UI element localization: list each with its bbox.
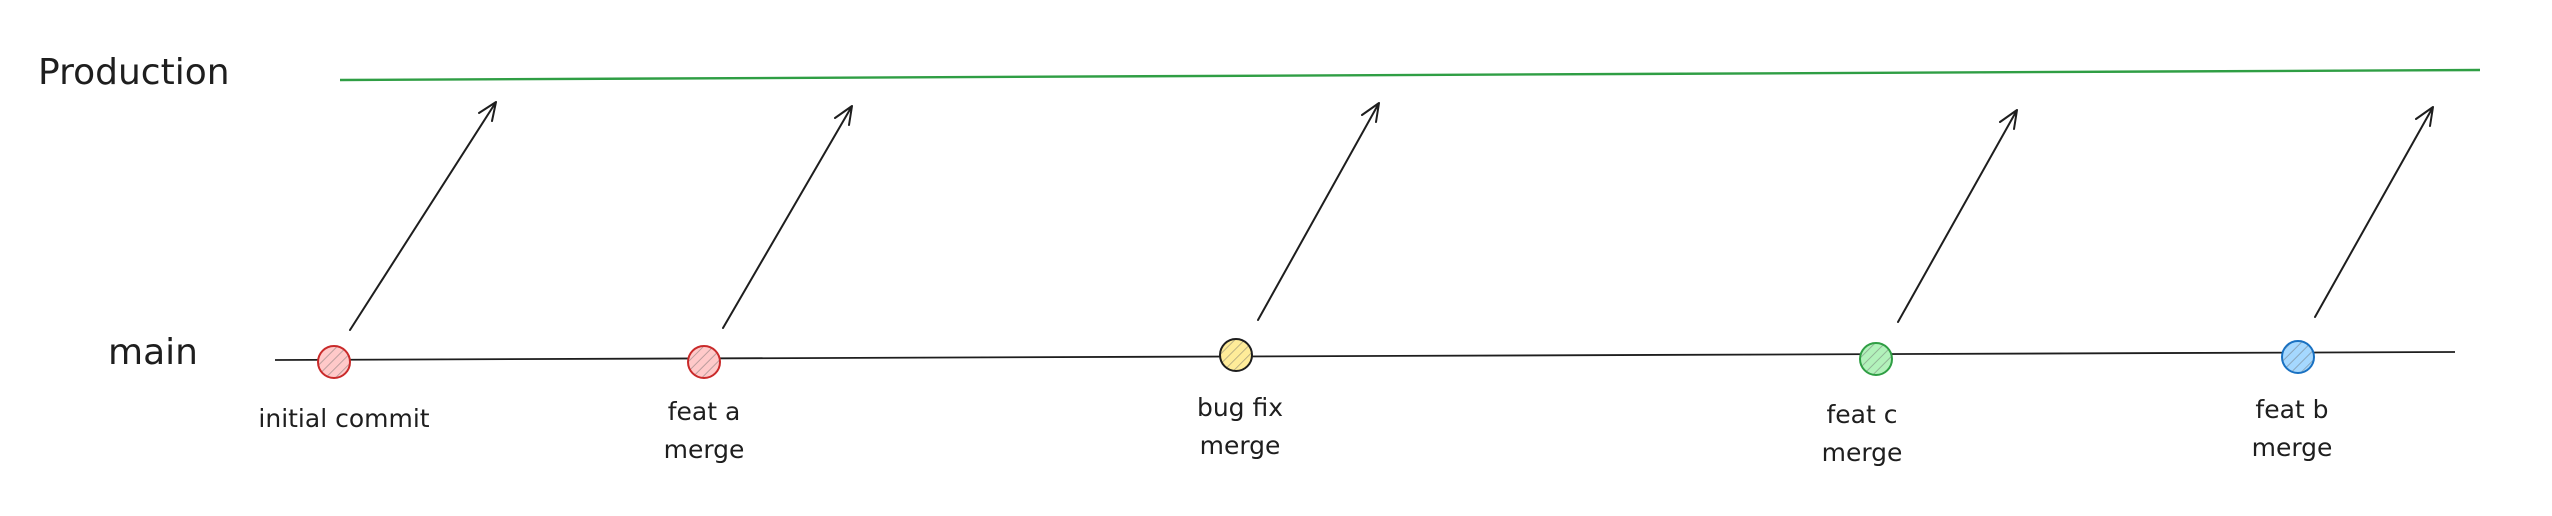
commit-node — [2281, 340, 2315, 374]
commit-label-line: initial commit — [258, 404, 430, 433]
commit-node — [1859, 342, 1893, 376]
deploy-arrow — [2314, 106, 2434, 318]
commit-label-line: merge — [663, 435, 745, 464]
commit-label: feat c merge — [1822, 396, 1903, 472]
commit-label-line: feat b — [2255, 395, 2329, 424]
commit-label-line: bug fix — [1196, 393, 1284, 422]
main-branch-line — [274, 351, 2456, 361]
commit-label-line: feat a — [667, 397, 741, 426]
commit-label-line: merge — [1821, 438, 1903, 467]
commit-label: feat a merge — [664, 393, 745, 469]
main-branch-label: main — [108, 332, 198, 373]
commit-label-line: merge — [2251, 433, 2333, 462]
commit-label: feat b merge — [2252, 391, 2333, 467]
commit-label-line: feat c — [1826, 400, 1898, 429]
production-branch-label: Production — [38, 52, 230, 93]
commit-label-line: merge — [1199, 431, 1281, 460]
deploy-arrow — [1257, 102, 1380, 321]
deploy-arrow — [1897, 109, 2018, 323]
production-branch-line — [339, 68, 2481, 82]
deploy-arrow — [722, 105, 853, 329]
commit-node — [1219, 338, 1253, 372]
deploy-arrow — [349, 101, 497, 331]
commit-label: initial commit — [258, 400, 429, 438]
commit-node — [317, 345, 351, 379]
commit-node — [687, 345, 721, 379]
commit-label: bug fix merge — [1197, 389, 1283, 465]
